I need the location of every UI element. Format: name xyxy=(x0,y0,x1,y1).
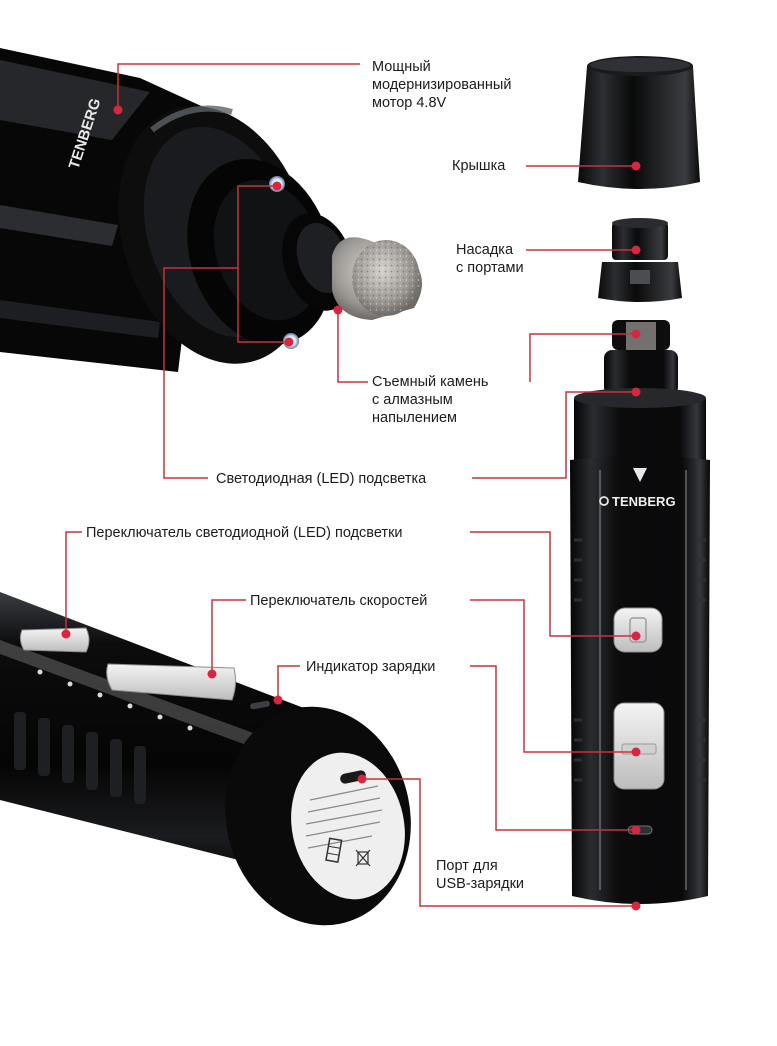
label-led-switch-line-1: Переключатель светодиодной (LED) подсвет… xyxy=(86,525,403,541)
label-led-light: Светодиодная (LED) подсветка xyxy=(216,470,426,488)
label-led-switch: Переключатель светодиодной (LED) подсвет… xyxy=(86,524,403,542)
callout-line-charge xyxy=(277,665,300,700)
label-motor: Мощный модернизированный мотор 4.8V xyxy=(372,58,511,112)
label-speed-switch: Переключатель скоростей xyxy=(250,592,427,610)
arrow-down-icon xyxy=(633,468,647,482)
eac-mark-icon xyxy=(325,837,343,863)
label-motor-line-1: Мощный xyxy=(372,59,431,75)
label-usb-port: Порт для USB-зарядки xyxy=(436,857,524,893)
label-charge-indicator-line-1: Индикатор зарядки xyxy=(306,659,436,675)
callout-line-stone-top xyxy=(529,333,636,382)
led-switch-lying[interactable] xyxy=(19,627,90,653)
speed-switch-lying[interactable] xyxy=(106,663,237,701)
label-motor-line-3: мотор 4.8V xyxy=(372,95,447,111)
charge-indicator-lying xyxy=(250,700,270,710)
recycle-bin-icon xyxy=(355,849,371,867)
grinder-body xyxy=(570,456,710,904)
label-nozzle-line-2: с портами xyxy=(456,260,524,276)
callout-line-usb xyxy=(362,778,636,907)
label-led-light-line-1: Светодиодная (LED) подсветка xyxy=(216,471,427,487)
label-cap: Крышка xyxy=(452,157,505,175)
label-usb-port-line-1: Порт для xyxy=(436,858,498,874)
callout-line-led-light-right xyxy=(472,391,636,479)
cap-part xyxy=(578,56,700,189)
led-switch-button[interactable] xyxy=(613,607,663,653)
grinder-head-closeup: TENBERG xyxy=(0,48,422,372)
label-nozzle-line-1: Насадка xyxy=(456,242,514,258)
callout-line-stone xyxy=(337,310,368,383)
callout-line-motor xyxy=(117,63,360,108)
label-stone-line-1: Съемный камень xyxy=(372,374,489,390)
nozzle-part xyxy=(598,218,682,302)
label-speed-switch-line-1: Переключатель скоростей xyxy=(250,593,428,609)
label-stone: Съемный камень с алмазным напылением xyxy=(372,373,488,427)
label-stone-line-3: напылением xyxy=(372,410,458,426)
label-charge-indicator: Индикатор зарядки xyxy=(306,658,435,676)
label-usb-port-line-2: USB-зарядки xyxy=(436,876,525,892)
power-icon xyxy=(599,496,609,506)
brand-logo: TENBERG xyxy=(612,494,676,509)
grinder-upright: TENBERG xyxy=(570,320,710,904)
callout-line-led-switch xyxy=(65,531,82,634)
label-cap-line-1: Крышка xyxy=(452,158,506,174)
diamond-stone xyxy=(332,237,422,320)
callout-line-speed-switch xyxy=(211,599,246,674)
label-nozzle: Насадка с портами xyxy=(456,241,524,277)
callout-lines xyxy=(65,63,636,907)
grinder-lying xyxy=(0,592,411,926)
label-motor-line-2: модернизированный xyxy=(372,77,512,93)
callout-dots xyxy=(61,105,641,911)
end-cap-label xyxy=(291,752,405,900)
callout-line-led-light-left xyxy=(163,267,238,479)
label-stone-line-2: с алмазным xyxy=(372,392,453,408)
